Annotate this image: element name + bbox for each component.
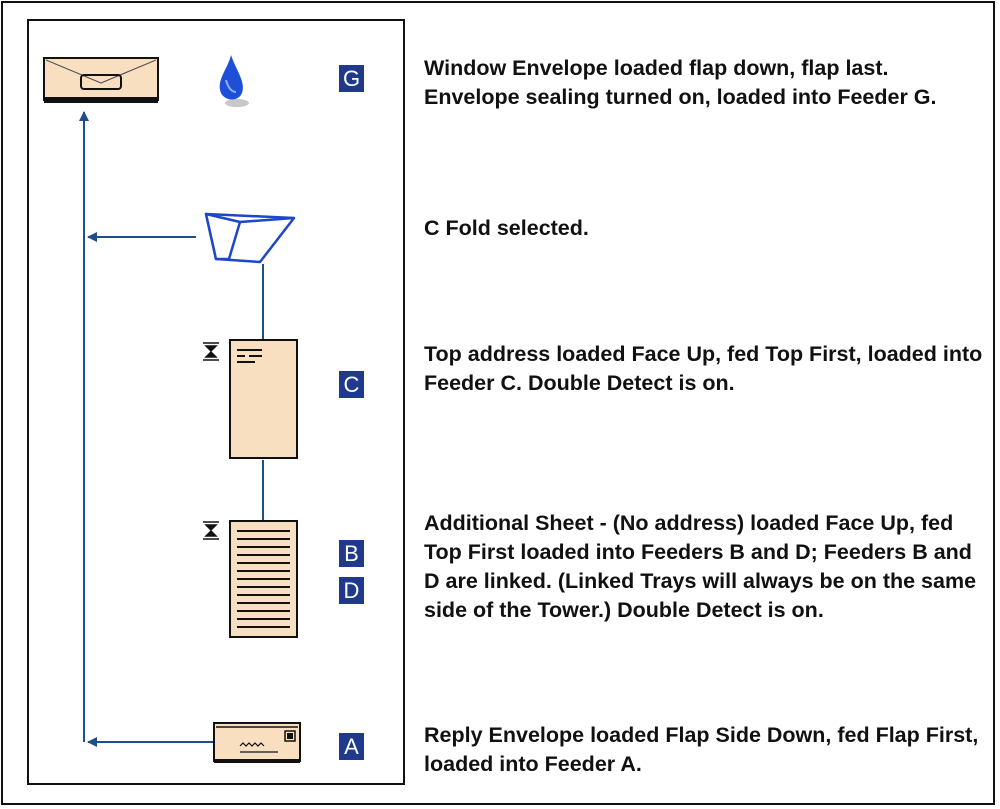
double-detect-icon — [203, 342, 219, 361]
feeder-badge-d: D — [339, 577, 364, 604]
fold-description: C Fold selected. — [424, 216, 589, 240]
feeder-badge-a: A — [339, 733, 364, 760]
window-envelope-description: Window Envelope loaded flap down, flap l… — [424, 56, 937, 109]
address-sheet-icon — [229, 339, 298, 459]
connector-lines — [79, 111, 264, 747]
feeder-badge-c: C — [339, 371, 364, 398]
workflow-panel — [27, 19, 405, 785]
top-address-description: Top address loaded Face Up, fed Top Firs… — [424, 342, 983, 395]
double-detect-icon — [203, 521, 219, 540]
lined-sheet-icon — [229, 520, 298, 638]
window-envelope-icon — [43, 57, 159, 103]
reply-envelope-icon — [213, 722, 301, 763]
feeder-badge-g: G — [339, 65, 364, 92]
reply-envelope-description: Reply Envelope loaded Flap Side Down, fe… — [424, 723, 979, 776]
feeder-badge-b: B — [339, 540, 364, 567]
seal-drop-icon — [219, 55, 249, 107]
additional-sheet-description: Additional Sheet - (No address) loaded F… — [424, 511, 977, 622]
c-fold-icon — [204, 212, 296, 264]
